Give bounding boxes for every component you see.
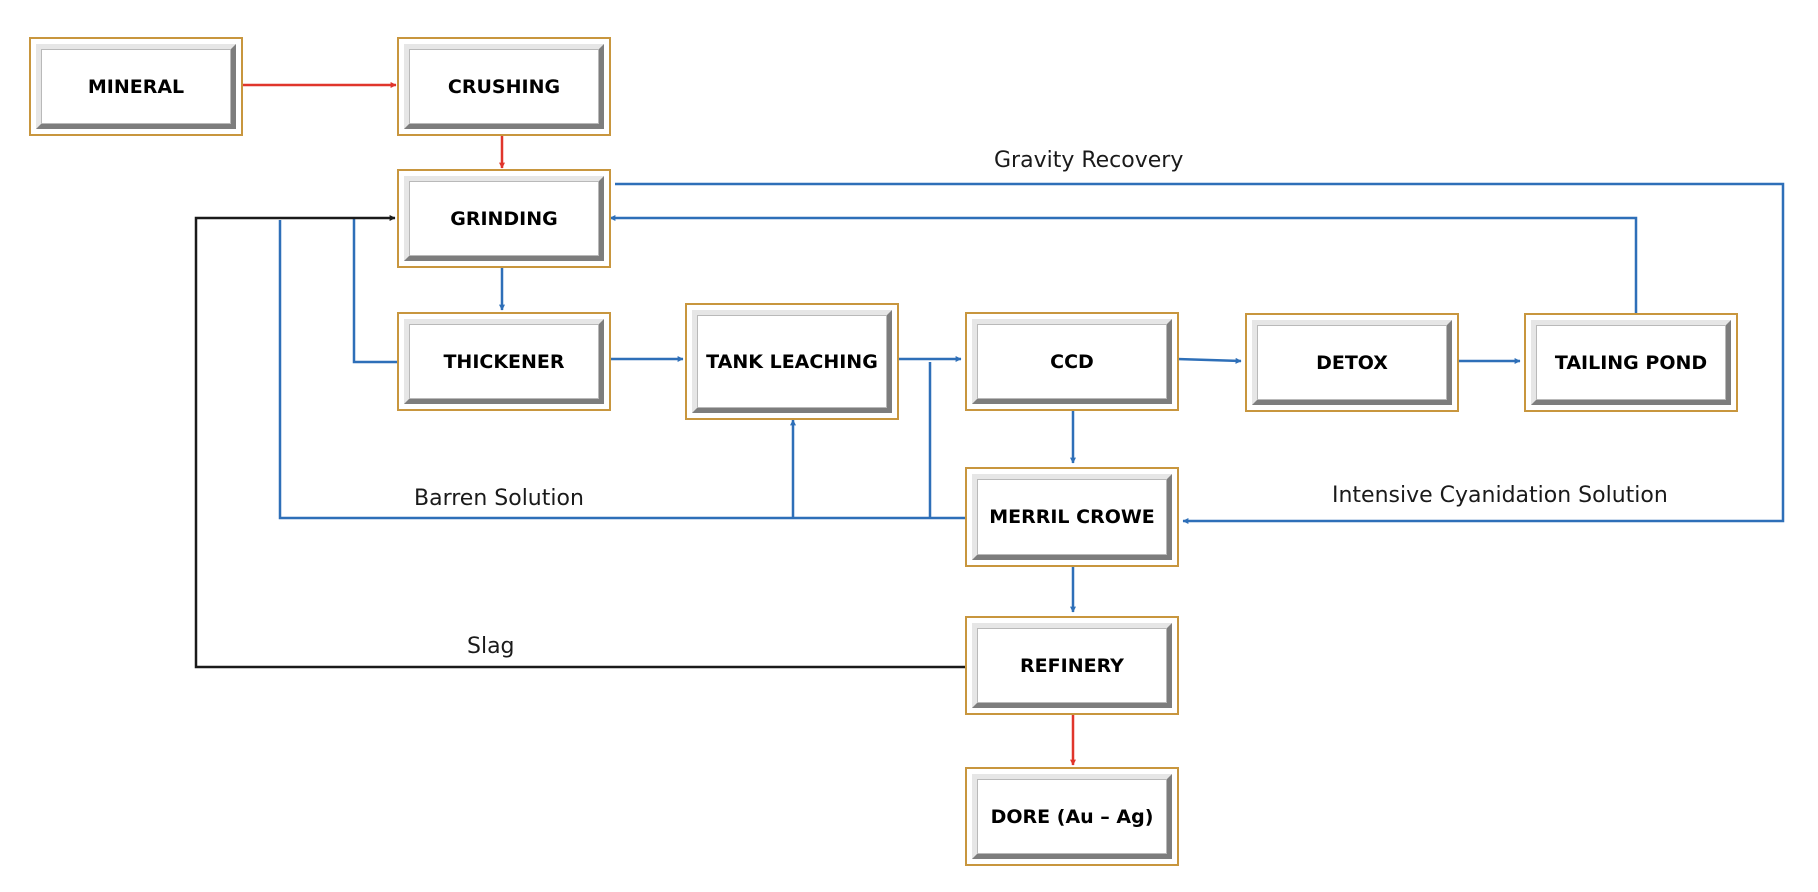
node-detox-label: DETOX [1316, 351, 1388, 374]
node-ccd: CCD [965, 312, 1179, 411]
node-grinding: GRINDING [397, 169, 611, 268]
node-thickener-label: THICKENER [443, 350, 565, 373]
node-tailing-pond-label: TAILING POND [1554, 351, 1708, 374]
label-slag: Slag [467, 634, 515, 659]
node-detox: DETOX [1245, 313, 1459, 412]
label-barren-solution: Barren Solution [414, 486, 584, 511]
node-ccd-label: CCD [1050, 350, 1094, 373]
arrow-slag-to-grinding [194, 215, 967, 669]
label-intensive-cyanidation-solution: Intensive Cyanidation Solution [1332, 483, 1668, 508]
node-mineral: MINERAL [29, 37, 243, 136]
node-merril-crowe: MERRIL CROWE [965, 467, 1179, 567]
arrow-tailing-pond-to-grinding [609, 215, 1638, 313]
node-crushing: CRUSHING [397, 37, 611, 136]
node-merril-crowe-label: MERRIL CROWE [989, 506, 1155, 528]
node-mineral-label: MINERAL [87, 75, 185, 98]
node-refinery: REFINERY [965, 616, 1179, 715]
node-thickener: THICKENER [397, 312, 611, 411]
node-tank-leaching: TANK LEACHING [685, 303, 899, 420]
node-tailing-pond: TAILING POND [1524, 313, 1738, 412]
node-crushing-label: CRUSHING [447, 75, 561, 98]
node-dore-label: DORE (Au – Ag) [990, 805, 1154, 828]
arrow-ccd-to-detox [1176, 357, 1242, 364]
label-gravity-recovery: Gravity Recovery [994, 148, 1184, 173]
node-grinding-label: GRINDING [450, 207, 558, 230]
arrow-gravity-recovery-to-merril-crowe [615, 182, 1785, 524]
line-barren-solution-return [278, 220, 965, 520]
node-refinery-label: REFINERY [1020, 654, 1124, 677]
node-dore: DORE (Au – Ag) [965, 767, 1179, 866]
node-tank-leaching-label: TANK LEACHING [706, 350, 878, 373]
line-grinding-to-thickener-bypass [352, 218, 397, 364]
